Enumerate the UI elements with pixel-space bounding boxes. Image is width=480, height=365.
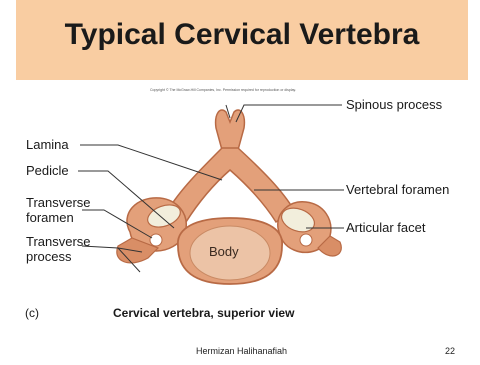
label-transverse-foramen-line1: Transverse [26, 195, 91, 210]
label-lamina: Lamina [26, 137, 69, 152]
label-transverse-foramen: Transverse foramen [26, 195, 91, 225]
label-transverse-foramen-line2: foramen [26, 210, 91, 225]
panel-label: (c) [25, 306, 39, 320]
label-articular-facet: Articular facet [346, 220, 425, 235]
leader-spinous-process [236, 105, 342, 122]
page-number: 22 [445, 346, 455, 356]
label-transverse-process-line1: Transverse [26, 234, 91, 249]
label-transverse-process-line2: process [26, 249, 91, 264]
label-vertebral-foramen: Vertebral foramen [346, 182, 449, 197]
label-pedicle: Pedicle [26, 163, 69, 178]
label-transverse-process: Transverse process [26, 234, 91, 264]
figure-caption: Cervical vertebra, superior view [113, 306, 294, 320]
label-body: Body [209, 244, 239, 259]
footer-author: Hermizan Halihanafiah [196, 346, 287, 356]
label-spinous-process: Spinous process [346, 97, 442, 112]
